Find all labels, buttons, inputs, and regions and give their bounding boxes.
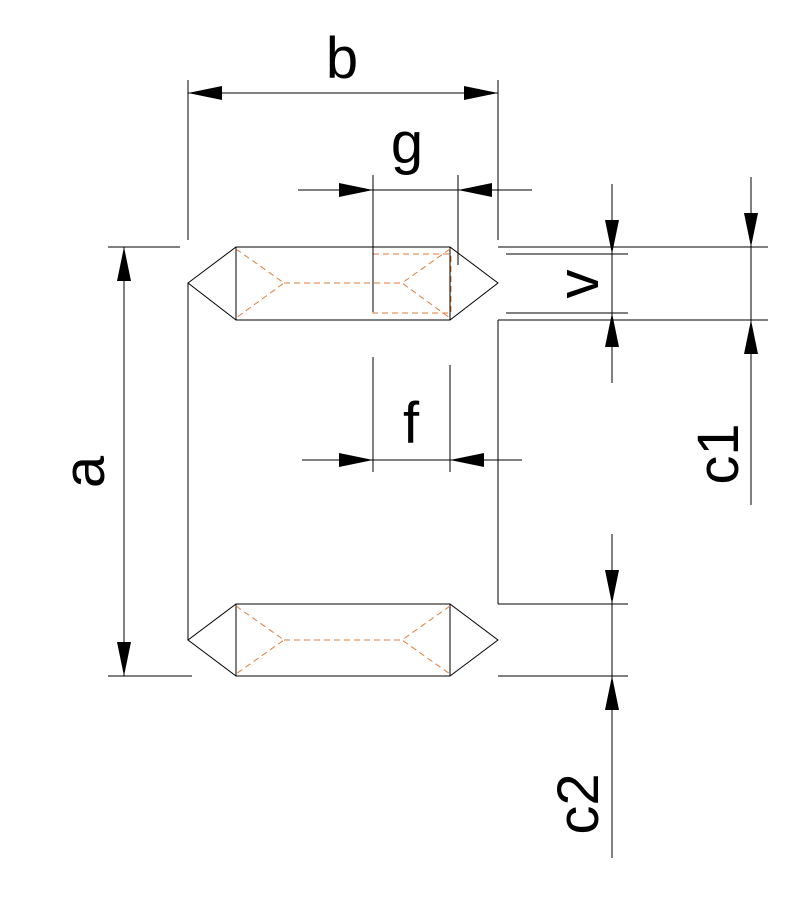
bottom-bar-hidden-right <box>401 605 451 675</box>
v-arrow-bottom <box>605 313 619 347</box>
dimension-b: b <box>187 26 499 240</box>
c1-arrow-bottom <box>744 320 758 354</box>
bottom-bar-hidden-left <box>235 605 285 675</box>
b-arrow-right <box>464 86 498 100</box>
f-label: f <box>403 391 420 456</box>
c1-arrow-top <box>744 213 758 247</box>
dimension-f: f <box>302 357 522 472</box>
a-arrow-top <box>117 247 131 281</box>
dimension-a: a <box>52 246 192 677</box>
v-label: v <box>546 270 611 299</box>
bottom-bar <box>187 603 499 677</box>
f-arrow-right <box>450 453 484 467</box>
b-arrow-left <box>188 86 222 100</box>
c2-arrow-bottom <box>605 676 619 710</box>
top-bar-hidden-left <box>235 248 285 319</box>
dimension-c1: c1 <box>498 177 768 505</box>
c2-arrow-top <box>605 570 619 604</box>
dimension-c2: c2 <box>498 534 628 858</box>
a-arrow-bottom <box>117 642 131 676</box>
dimension-v: v <box>506 184 628 383</box>
f-arrow-left <box>339 453 373 467</box>
c1-label: c1 <box>686 423 751 484</box>
a-label: a <box>52 455 117 488</box>
b-label: b <box>326 26 358 91</box>
c2-label: c2 <box>546 773 611 834</box>
dimension-g: g <box>298 111 532 312</box>
g-arrow-left <box>339 183 373 197</box>
part-outline <box>187 283 499 640</box>
g-arrow-right <box>458 183 492 197</box>
bottom-bar-outline <box>187 603 499 677</box>
g-label: g <box>391 111 423 176</box>
v-arrow-top <box>605 220 619 254</box>
top-bar-hidden-right <box>401 248 451 319</box>
top-bar <box>187 246 499 321</box>
